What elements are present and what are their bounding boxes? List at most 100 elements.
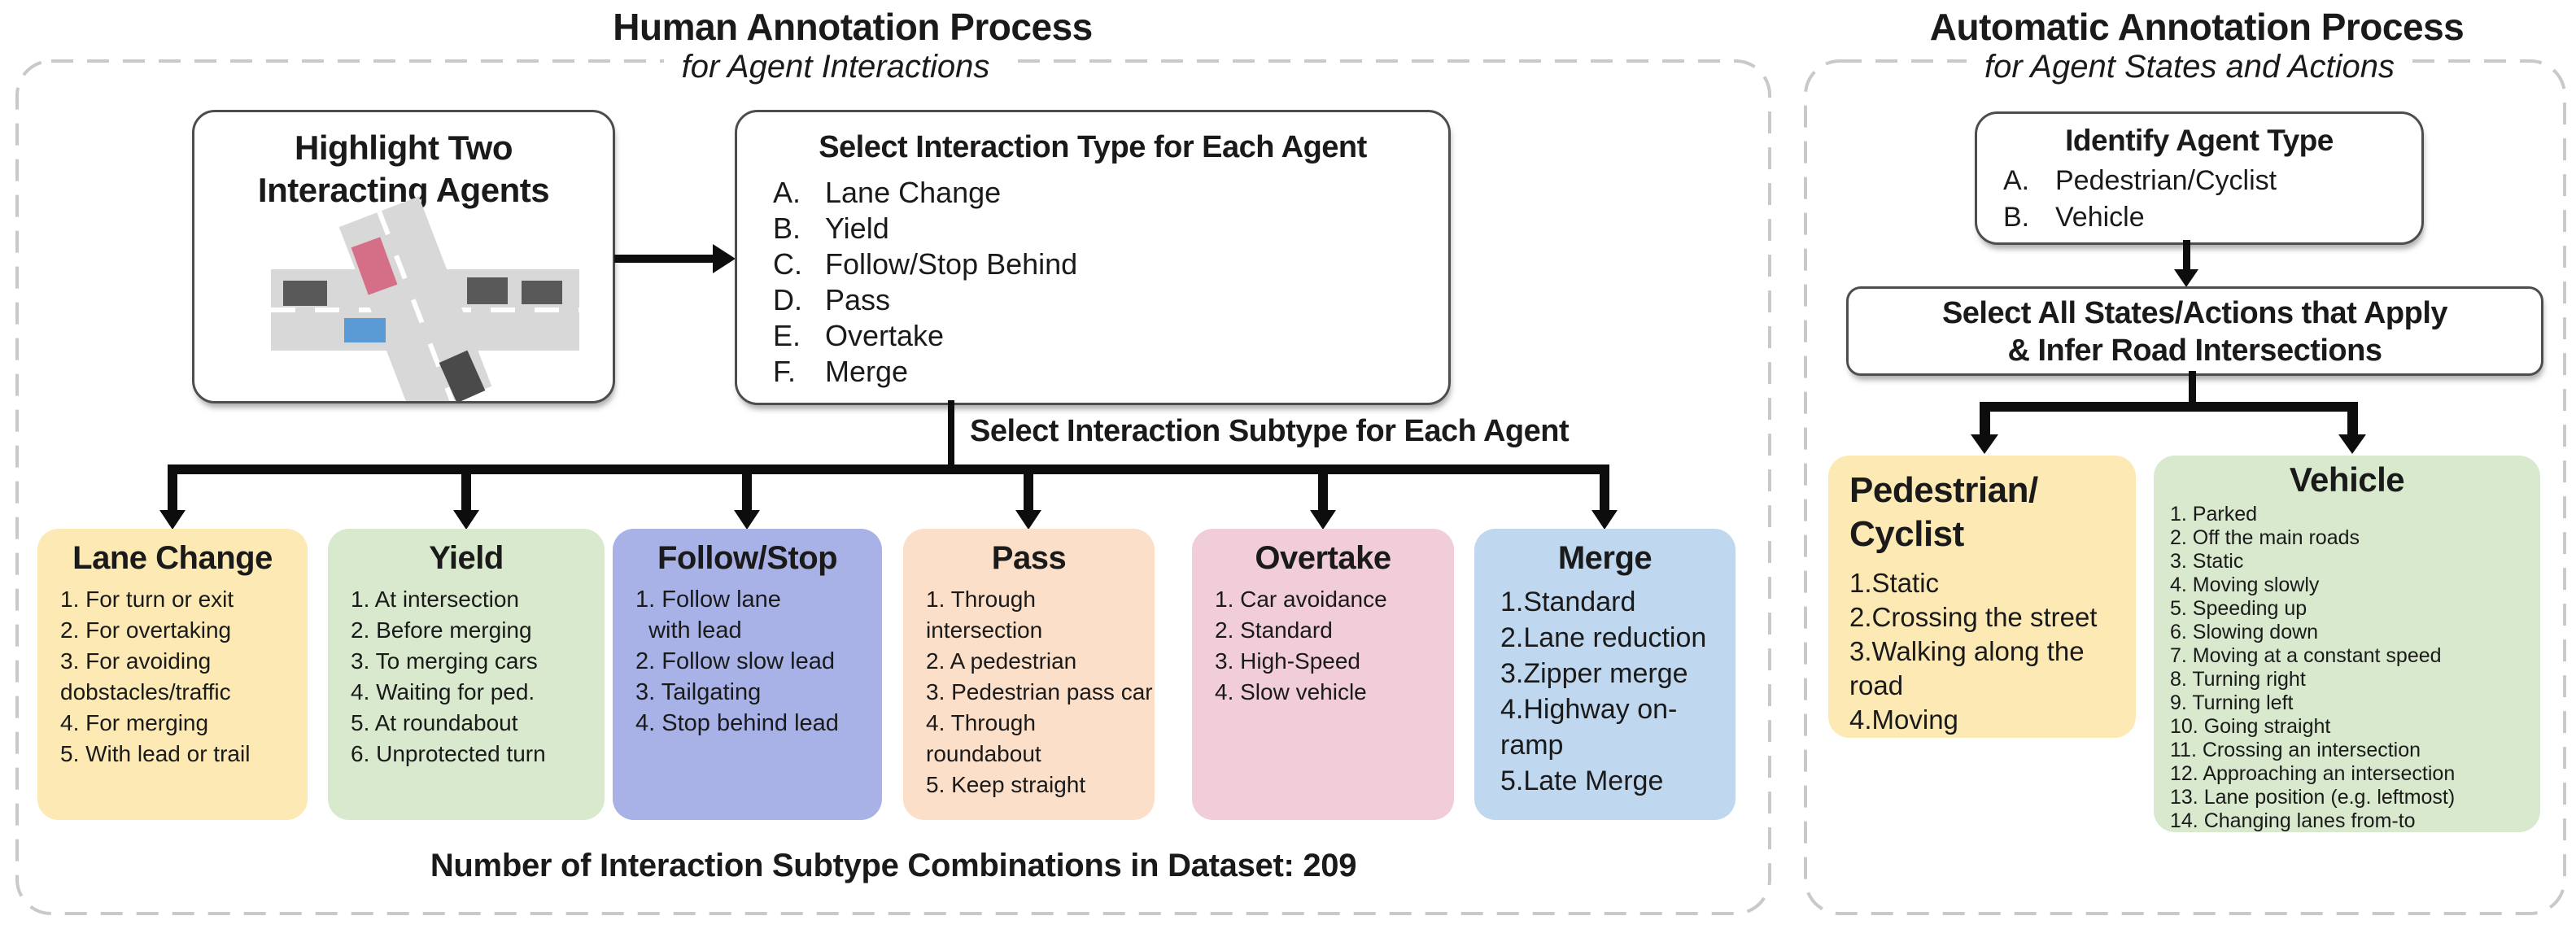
highlighted-agent-blue-car <box>344 318 386 342</box>
pedestrian-cyclist-title: Pedestrian/ Cyclist <box>1849 470 2038 554</box>
arrow-to-merge-head <box>1591 510 1618 530</box>
list-item: 4. Slow vehicle <box>1215 679 1367 704</box>
select-interaction-type-title: Select Interaction Type for Each Agent <box>819 130 1367 164</box>
list-item: 1. Through intersection <box>926 587 1043 643</box>
left-panel-subtitle: for Agent Interactions <box>469 49 1202 85</box>
item-letter: B. <box>2003 202 2030 233</box>
agent-type-list: A. Pedestrian/Cyclist B. Vehicle <box>1977 158 2421 236</box>
list-item: A. Lane Change <box>773 175 1448 211</box>
list-item: 2. Off the main roads <box>2170 526 2360 549</box>
vehicle-title: Vehicle <box>2289 460 2405 499</box>
diagonal-road-centerline <box>376 211 455 401</box>
item-letter: E. <box>773 319 801 352</box>
list-item: 5. Speeding up <box>2170 597 2307 620</box>
select-states-line1: Select All States/Actions that Apply <box>1941 296 2448 330</box>
item-letter: A. <box>773 176 801 209</box>
list-item: 3. Tailgating <box>635 679 762 705</box>
list-item: 3. For avoiding dobstacles/traffic <box>60 648 231 704</box>
subtype-box-title: Overtake <box>1255 540 1391 576</box>
parked-car-left <box>283 281 327 306</box>
list-item: 6. Unprotected turn <box>351 741 546 766</box>
list-item: 1. Parked <box>2170 503 2258 526</box>
arrow-to-merge-shaft <box>1600 474 1609 510</box>
list-item: F. Merge <box>773 354 1448 390</box>
item-letter: C. <box>773 247 802 281</box>
list-item: 4. Through roundabout <box>926 710 1041 766</box>
states-box-connector <box>2189 371 2196 402</box>
list-item: 1.Static <box>1849 568 1940 598</box>
list-item: 12. Approaching an intersection <box>2170 762 2456 785</box>
select-states-actions-box: Select All States/Actions that Apply & I… <box>1846 286 2543 376</box>
item-text: Follow/Stop Behind <box>825 247 1078 281</box>
select-states-line2: & Infer Road Intersections <box>2007 334 2382 368</box>
list-item: B. Yield <box>773 211 1448 246</box>
list-item: 9. Turning left <box>2170 691 2294 714</box>
select-box-connector <box>948 400 954 465</box>
list-item: 2. Standard <box>1215 617 1333 643</box>
arrow-to-lane-change-head <box>159 510 186 530</box>
arrow-to-yield-head <box>453 510 479 530</box>
list-item: 5. At roundabout <box>351 710 518 735</box>
item-text: Overtake <box>825 319 945 352</box>
list-item: 2.Lane reduction <box>1500 622 1707 653</box>
item-text: Pedestrian/Cyclist <box>2055 165 2277 196</box>
dataset-combinations-count: Number of Interaction Subtype Combinatio… <box>430 848 1357 883</box>
identify-agent-type-title: Identify Agent Type <box>2065 124 2334 157</box>
list-item: 2.Crossing the street <box>1849 602 2098 632</box>
arrow-to-overtake-head <box>1310 510 1336 530</box>
subtype-step-label: Select Interaction Subtype for Each Agen… <box>970 414 1570 448</box>
subtype-box-title: Merge <box>1557 540 1653 576</box>
highlight-agents-box: Highlight Two Interacting Agents <box>192 110 615 403</box>
interaction-type-list: A. Lane Change B. Yield C. Follow/Stop B… <box>737 165 1448 390</box>
list-item: 2. For overtaking <box>60 617 232 643</box>
arrow-to-vehicle-shaft <box>2347 412 2358 434</box>
list-item: 3. Pedestrian pass car <box>926 679 1153 704</box>
list-item: 3. High-Speed <box>1215 648 1361 674</box>
item-text: Lane Change <box>825 176 1002 209</box>
item-letter: B. <box>773 212 801 245</box>
list-item: 6. Slowing down <box>2170 621 2319 643</box>
arrow-highlight-to-select-head <box>713 244 736 273</box>
arrow-identify-to-states-head <box>2174 269 2198 287</box>
list-item: 1.Standard <box>1500 587 1636 617</box>
item-text: Yield <box>825 212 889 245</box>
states-distribution-bar <box>1980 402 2358 412</box>
list-item: 3. Static <box>2170 550 2244 573</box>
arrow-to-overtake-shaft <box>1318 474 1328 510</box>
list-item: 2. A pedestrian <box>926 648 1077 674</box>
arrow-to-pedestrian-head <box>1971 434 1998 454</box>
intersection-illustration <box>194 112 613 401</box>
list-item: 4. Waiting for ped. <box>351 679 535 704</box>
list-item: 11. Crossing an intersection <box>2170 739 2421 761</box>
list-item: D. Pass <box>773 282 1448 318</box>
right-panel-title: Automatic Annotation Process <box>1929 6 2465 48</box>
arrow-identify-to-states-shaft <box>2183 240 2190 269</box>
right-panel-subtitle: for Agent States and Actions <box>1823 49 2556 85</box>
subtype-box-title: Yield <box>429 540 504 576</box>
list-item: 4.Moving <box>1849 704 1958 735</box>
subtype-box-title: Lane Change <box>72 540 273 576</box>
list-item: 3. To merging cars <box>351 648 538 674</box>
parked-car-right-1 <box>467 277 508 304</box>
list-item: 7. Moving at a constant speed <box>2170 644 2442 667</box>
item-letter: F. <box>773 355 797 388</box>
subtype-distribution-bar <box>168 465 1609 474</box>
list-item: 4. Moving slowly <box>2170 574 2320 596</box>
item-text: Merge <box>825 355 909 388</box>
arrow-to-yield-shaft <box>461 474 471 510</box>
item-text: Vehicle <box>2055 202 2145 233</box>
arrow-to-pass-head <box>1015 510 1041 530</box>
arrow-to-vehicle-head <box>2338 434 2366 454</box>
parked-car-right-2 <box>522 281 562 304</box>
list-item: A. Pedestrian/Cyclist <box>2003 163 2421 199</box>
